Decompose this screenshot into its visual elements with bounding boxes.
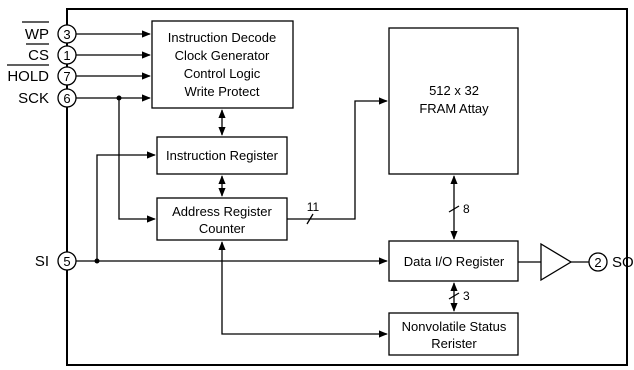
pin-so-number: 2 <box>594 255 601 270</box>
decode-line-2: Clock Generator <box>175 48 270 63</box>
block-status-register: Nonvolatile Status Rerister <box>388 312 519 356</box>
pin-cs: CS 1 <box>26 43 77 65</box>
bus-tick-address <box>306 213 314 225</box>
block-instruction-register: Instruction Register <box>156 136 288 175</box>
pin-so-name: SO <box>612 254 634 271</box>
pin-si-number: 5 <box>63 254 70 269</box>
pin-cs-number: 1 <box>63 48 70 63</box>
pin-so: 2 SO <box>588 252 634 272</box>
chip-outline <box>66 8 628 366</box>
wire-status-to-address <box>218 241 388 338</box>
wire-address-bus <box>287 97 388 220</box>
pin-sck-name: SCK <box>18 90 49 107</box>
wire-si-to-instruction <box>96 151 156 261</box>
bus-width-address: 11 <box>307 200 320 214</box>
pin-wp-name: WP <box>25 26 49 43</box>
pin-hold-number: 7 <box>63 69 70 84</box>
pin-cs-name: CS <box>28 47 49 64</box>
fram-array-line-2: FRAM Attay <box>419 101 489 116</box>
decode-line-4: Write Protect <box>185 84 260 99</box>
decode-line-3: Control Logic <box>184 66 261 81</box>
block-fram-array: 512 x 32 FRAM Attay <box>388 27 519 175</box>
pin-si-name: SI <box>35 253 49 270</box>
instruction-register-label: Instruction Register <box>166 148 279 163</box>
pin-wp: WP 3 <box>22 21 77 44</box>
wires: 11 8 3 <box>76 30 589 338</box>
wire-sck-to-address <box>118 98 156 223</box>
bus-tick-status <box>448 292 460 300</box>
output-buffer <box>540 242 573 282</box>
pin-hold: HOLD 7 <box>7 64 77 86</box>
pin-si: SI 5 <box>35 251 77 271</box>
bus-tick-data <box>448 205 460 213</box>
pin-hold-name: HOLD <box>7 68 49 85</box>
pin-wp-number: 3 <box>63 27 70 42</box>
bus-width-status: 3 <box>463 289 470 303</box>
data-io-label: Data I/O Register <box>404 254 505 269</box>
address-register-line-1: Address Register <box>172 204 272 219</box>
status-register-line-1: Nonvolatile Status <box>402 319 507 334</box>
block-address-register: Address Register Counter <box>156 197 288 241</box>
status-register-line-2: Rerister <box>431 336 477 351</box>
address-register-line-2: Counter <box>199 221 246 236</box>
pin-sck-number: 6 <box>63 91 70 106</box>
decode-line-1: Instruction Decode <box>168 30 276 45</box>
pin-sck: SCK 6 <box>18 88 77 108</box>
bus-width-data: 8 <box>463 202 470 216</box>
block-instruction-decode: Instruction Decode Clock Generator Contr… <box>151 20 294 109</box>
block-data-io-register: Data I/O Register <box>388 240 519 282</box>
fram-array-line-1: 512 x 32 <box>429 83 479 98</box>
